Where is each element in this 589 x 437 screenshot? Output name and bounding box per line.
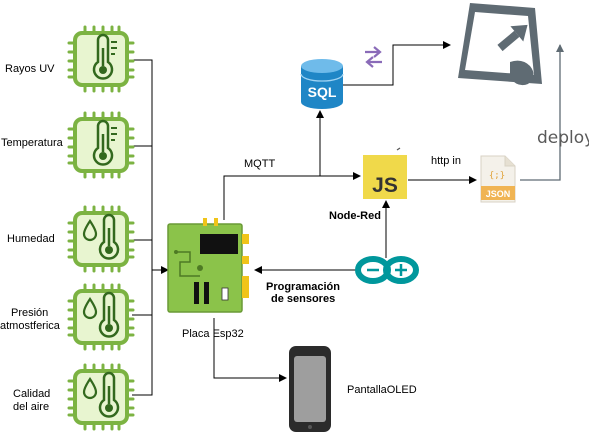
nodered-label: Node-Red: [329, 210, 381, 222]
json-brace-text: {;}: [489, 171, 505, 181]
sensor-label: Rayos UV: [5, 63, 55, 75]
json-icon-text: JSON: [486, 189, 511, 199]
sensor-label: Temperatura: [1, 137, 64, 149]
js-icon-text: JS: [372, 174, 398, 197]
mqtt-label: MQTT: [244, 158, 275, 170]
sql-database-icon: SQL: [300, 59, 344, 109]
nodered-js-icon: JS: [363, 147, 407, 199]
programming-label: de sensores: [271, 293, 335, 305]
sensor-bus-wires: [132, 59, 169, 396]
esp32-board-icon: [167, 218, 249, 313]
mqtt-wire: [223, 172, 361, 220]
sensor-label: del aire: [13, 401, 49, 413]
deploy-label: deploy: [537, 128, 589, 148]
sensor-humidity: Humedad: [7, 205, 135, 273]
sensor-label: Presión: [11, 307, 48, 319]
board-to-display-wire: [213, 318, 287, 382]
sql-to-deploy-wire: [343, 41, 451, 86]
deploy-tablet-icon: [458, 3, 542, 86]
sensor-uv: Rayos UV: [5, 25, 135, 93]
sensor-temperature: Temperatura: [1, 111, 135, 179]
programming-label: Programación: [266, 281, 340, 293]
sensor-label: atmostferica: [0, 320, 61, 332]
json-file-icon: {;} JSON: [480, 155, 516, 203]
sensor-label: Humedad: [7, 233, 55, 245]
sensor-pressure: Presión atmostferica: [0, 283, 135, 351]
phone-display-icon: [289, 346, 331, 432]
sensor-air-quality: Calidad del aire: [13, 363, 135, 431]
json-to-deploy-wire: [520, 44, 564, 181]
display-label: PantallaOLED: [347, 384, 417, 396]
sensor-label: Calidad: [13, 388, 50, 400]
swap-arrows-icon: [365, 46, 382, 68]
arduino-icon: [355, 256, 419, 284]
sql-icon-text: SQL: [308, 84, 337, 100]
http-in-label: http in: [431, 155, 461, 167]
board-label: Placa Esp32: [182, 328, 244, 340]
